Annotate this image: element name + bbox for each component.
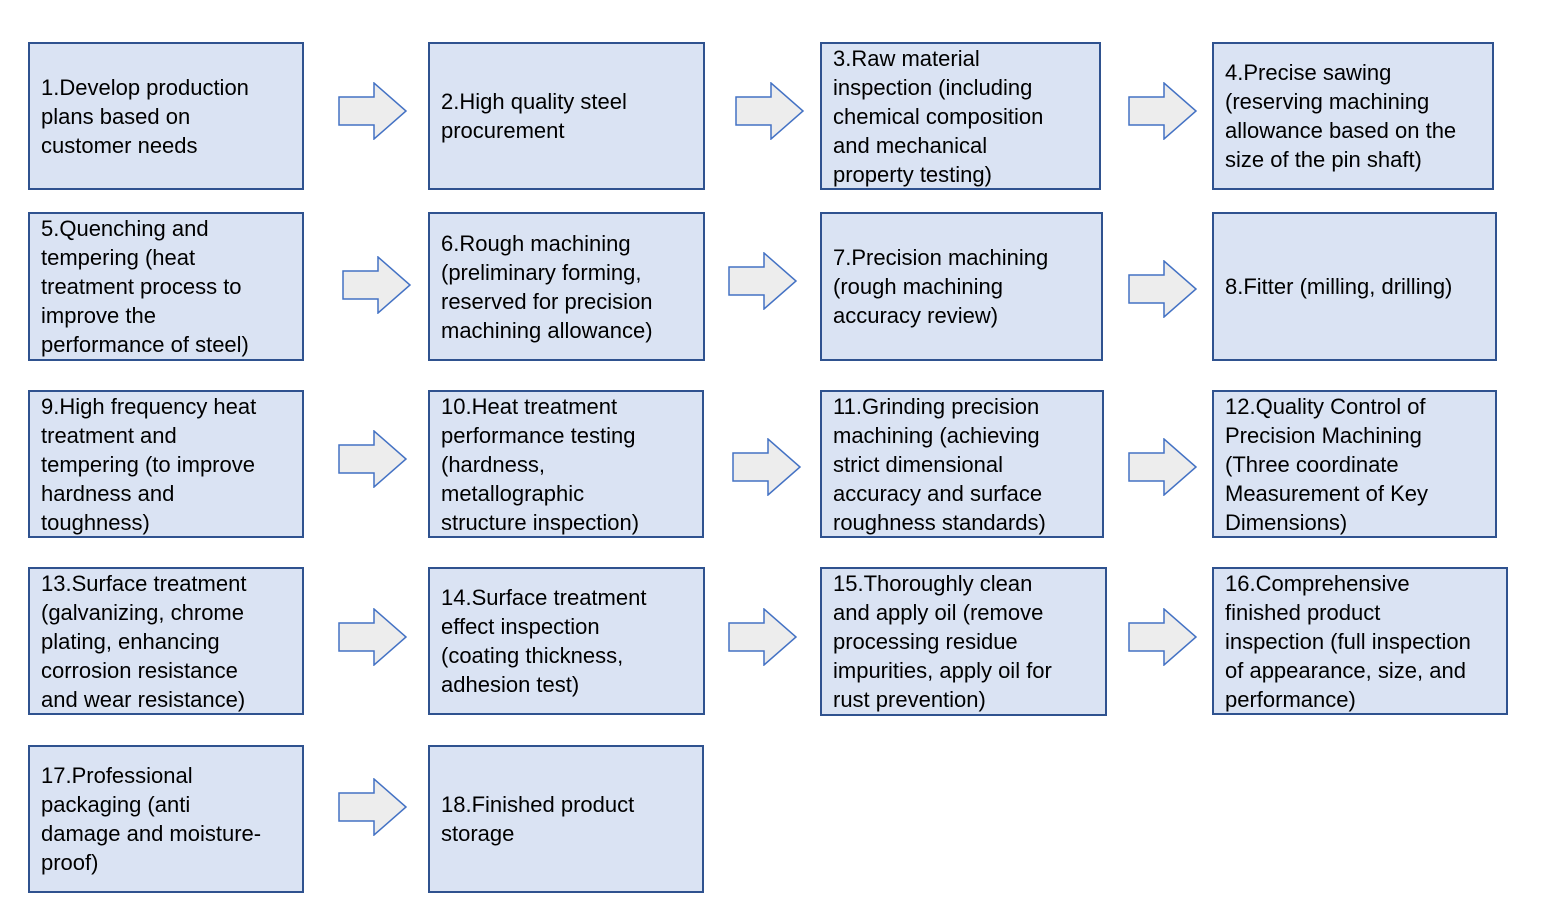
step-box-18: 18.Finished product storage	[428, 745, 704, 893]
right-arrow-icon	[1128, 260, 1198, 318]
step-text-3: 3.Raw material inspection (including che…	[833, 45, 1044, 187]
step-text-4: 4.Precise sawing (reserving machining al…	[1225, 60, 1457, 172]
right-arrow-icon	[338, 778, 408, 836]
step-box-4: 4.Precise sawing (reserving machining al…	[1212, 42, 1494, 190]
right-arrow-icon	[342, 256, 412, 314]
right-arrow-icon	[1128, 82, 1198, 140]
step-box-7: 7.Precision machining (rough machining a…	[820, 212, 1103, 361]
step-text-8: 8.Fitter (milling, drilling)	[1225, 274, 1453, 299]
step-box-3: 3.Raw material inspection (including che…	[820, 42, 1101, 190]
right-arrow-icon	[732, 438, 802, 496]
step-text-1: 1.Develop production plans based on cust…	[41, 74, 249, 158]
step-box-13: 13.Surface treatment (galvanizing, chrom…	[28, 567, 304, 715]
step-text-11: 11.Grinding precision machining (achievi…	[833, 393, 1046, 535]
step-box-17: 17.Professional packaging (anti damage a…	[28, 745, 304, 893]
step-box-15: 15.Thoroughly clean and apply oil (remov…	[820, 567, 1107, 716]
step-text-9: 9.High frequency heat treatment and temp…	[41, 393, 257, 535]
step-text-17: 17.Professional packaging (anti damage a…	[41, 763, 262, 875]
step-box-6: 6.Rough machining (preliminary forming, …	[428, 212, 705, 361]
right-arrow-icon	[1128, 438, 1198, 496]
step-text-10: 10.Heat treatment performance testing (h…	[441, 393, 640, 535]
right-arrow-icon	[338, 82, 408, 140]
right-arrow-icon	[728, 252, 798, 310]
step-text-12: 12.Quality Control of Precision Machinin…	[1225, 393, 1428, 535]
step-box-2: 2.High quality steel procurement	[428, 42, 705, 190]
right-arrow-icon	[338, 430, 408, 488]
step-box-12: 12.Quality Control of Precision Machinin…	[1212, 390, 1497, 538]
right-arrow-icon	[735, 82, 805, 140]
right-arrow-icon	[1128, 608, 1198, 666]
step-box-1: 1.Develop production plans based on cust…	[28, 42, 304, 190]
step-text-16: 16.Comprehensive finished product inspec…	[1225, 570, 1471, 712]
right-arrow-icon	[338, 608, 408, 666]
step-text-14: 14.Surface treatment effect inspection (…	[441, 585, 647, 697]
step-box-8: 8.Fitter (milling, drilling)	[1212, 212, 1497, 361]
step-text-6: 6.Rough machining (preliminary forming, …	[441, 230, 653, 343]
step-text-13: 13.Surface treatment (galvanizing, chrom…	[41, 570, 247, 712]
step-text-2: 2.High quality steel procurement	[441, 89, 627, 143]
step-box-11: 11.Grinding precision machining (achievi…	[820, 390, 1104, 538]
step-box-9: 9.High frequency heat treatment and temp…	[28, 390, 304, 538]
step-text-15: 15.Thoroughly clean and apply oil (remov…	[833, 571, 1052, 712]
step-text-7: 7.Precision machining (rough machining a…	[833, 245, 1049, 328]
step-box-16: 16.Comprehensive finished product inspec…	[1212, 567, 1508, 715]
right-arrow-icon	[728, 608, 798, 666]
step-box-14: 14.Surface treatment effect inspection (…	[428, 567, 705, 715]
step-text-5: 5.Quenching and tempering (heat treatmen…	[41, 216, 249, 357]
step-text-18: 18.Finished product storage	[441, 792, 635, 846]
step-box-10: 10.Heat treatment performance testing (h…	[428, 390, 704, 538]
step-box-5: 5.Quenching and tempering (heat treatmen…	[28, 212, 304, 361]
